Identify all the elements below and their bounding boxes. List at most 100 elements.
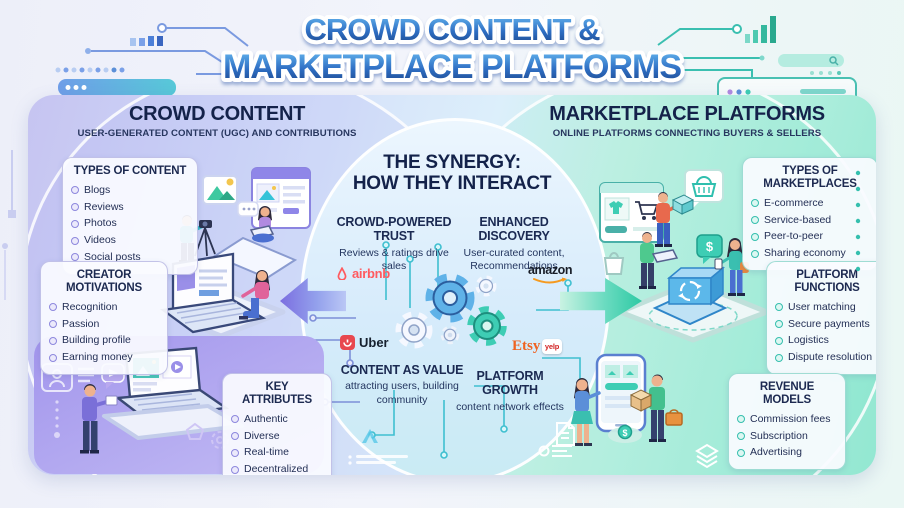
bullet-icon — [737, 415, 745, 424]
section-subtitle: ONLINE PLATFORMS CONNECTING BUYERS & SEL… — [552, 128, 822, 139]
gear-teal — [467, 306, 507, 346]
lines-decor-icon — [348, 455, 408, 465]
dotted-column-decor — [855, 170, 861, 272]
types-of-marketplaces-box: TYPES OF MARKETPLACES E-commerce Service… — [742, 157, 876, 271]
bullet-icon — [775, 319, 783, 328]
list-item: Decentralized — [231, 461, 323, 475]
arrow-left-icon — [659, 66, 668, 74]
person-on-phone — [249, 206, 275, 243]
node-enhanced-discovery: ENHANCED DISCOVERY User-curated content,… — [463, 215, 565, 272]
title-line2: MARKETPLACE PLATFORMS — [223, 48, 681, 86]
dotted-row-icon — [55, 67, 125, 73]
tshirt-icon — [609, 201, 623, 214]
list-item: Service-based — [751, 212, 869, 229]
pointing-woman-person — [571, 378, 601, 446]
bullet-icon — [231, 465, 239, 474]
bullet-icon — [71, 253, 79, 262]
list-item: Commission fees — [737, 411, 837, 428]
node-crowd-powered-trust: CROWD-POWERED TRUST Reviews & ratings dr… — [336, 215, 452, 272]
list-item: Videos — [71, 232, 189, 249]
list-item: Social posts — [71, 249, 189, 266]
section-subtitle: USER-GENERATED CONTENT (UGC) AND CONTRIB… — [77, 128, 357, 139]
basket-bubble-icon — [684, 169, 724, 210]
dollar-bubble-icon: $ — [696, 234, 723, 264]
revenue-models-box: REVENUE MODELS Commission fees Subscript… — [728, 373, 846, 471]
standing-creator-person — [80, 384, 118, 454]
bullet-icon — [49, 336, 57, 345]
bullet-icon — [71, 186, 79, 195]
list-item: Blogs — [71, 182, 189, 199]
uber-logo: Uber — [340, 335, 389, 350]
list-item: Reviews — [71, 199, 189, 216]
buyer-person-laptop — [639, 232, 679, 289]
list-item: Advertising — [737, 444, 837, 461]
layers-stack-icon — [695, 443, 719, 469]
list-outline-icon — [538, 445, 572, 457]
photo-card-icon — [202, 175, 238, 205]
amazon-logo: amazon — [528, 263, 573, 285]
bullet-icon — [231, 448, 239, 457]
list-item: Earning money — [49, 349, 159, 366]
bullet-icon — [775, 353, 783, 362]
bullet-icon — [49, 303, 57, 312]
list-item: Authentic — [231, 411, 323, 428]
node-platform-growth: PLATFORM GROWTH content network effects — [456, 369, 564, 413]
uber-label: Uber — [359, 335, 389, 350]
amazon-smile-icon — [533, 277, 568, 283]
mini-bar-chart-icon — [745, 16, 776, 43]
amazon-label: amazon — [528, 263, 573, 277]
list-item: Passion — [49, 316, 159, 333]
yelp-logo: yelp — [542, 339, 562, 354]
list-item: Sharing economy — [751, 245, 869, 262]
box-title: KEY ATTRIBUTES — [242, 381, 312, 406]
gear-small-white — [475, 275, 497, 297]
box-title: PLATFORM FUNCTIONS — [794, 269, 860, 294]
shopping-bag-icon — [603, 252, 625, 275]
airbnb-logo: airbnb — [336, 266, 390, 281]
etsy-logo: Etsy — [512, 338, 540, 355]
circuit-line-icon — [85, 23, 249, 75]
dollar-coin-icon: $ — [608, 424, 642, 443]
camera-tripod-icon — [194, 220, 216, 257]
bullet-icon — [751, 215, 759, 224]
bullet-icon — [775, 336, 783, 345]
list-item: Peer-to-peer — [751, 228, 869, 245]
bullet-icon — [737, 448, 745, 457]
uber-logo-icon — [340, 335, 355, 350]
bullet-icon — [751, 249, 759, 258]
synergy-gears-icon — [395, 273, 507, 349]
list-item: Secure payments — [775, 316, 876, 333]
dollar-glyph: $ — [706, 239, 714, 254]
list-item: Building profile — [49, 332, 159, 349]
main-title: CROWD CONTENT & MARKETPLACE PLATFORMS — [219, 8, 686, 90]
list-item: E-commerce — [751, 195, 869, 212]
list-item: Diverse — [231, 428, 323, 445]
etsy-label: Etsy — [512, 338, 541, 354]
list-item: User matching — [775, 299, 876, 316]
node-content-as-value: CONTENT AS VALUE attracting users, build… — [340, 363, 464, 406]
bullet-icon — [775, 303, 783, 312]
squares-row-icon — [130, 36, 163, 46]
bullet-icon — [231, 431, 239, 440]
bullet-icon — [71, 219, 79, 228]
list-item: Logistics — [775, 332, 876, 349]
shop-browser-icon — [599, 182, 664, 243]
bullet-icon — [751, 232, 759, 241]
box-title: TYPES OF CONTENT — [73, 165, 187, 177]
key-attributes-box: KEY ATTRIBUTES Authentic Diverse Real-ti… — [222, 373, 332, 475]
yelp-label: yelp — [544, 342, 560, 351]
list-item: Dispute resolution — [775, 349, 876, 366]
chat-bubble-icon — [237, 201, 259, 217]
box-title: TYPES OF MARKETPLACES — [763, 165, 857, 190]
types-of-content-box: TYPES OF CONTENT Blogs Reviews Photos Vi… — [62, 157, 198, 275]
synergy-title: THE SYNERGY: HOW THEY INTERACT — [352, 152, 552, 194]
courier-man-person — [629, 374, 683, 442]
airbnb-label: airbnb — [352, 266, 390, 281]
section-title: CROWD CONTENT — [128, 103, 306, 125]
bullet-icon — [751, 199, 759, 208]
gear-tiny-white — [440, 325, 460, 345]
document-outline-icon — [556, 422, 575, 446]
list-item: Photos — [71, 215, 189, 232]
marketplace-header: MARKETPLACE PLATFORMS ONLINE PLATFORMS C… — [527, 104, 847, 140]
